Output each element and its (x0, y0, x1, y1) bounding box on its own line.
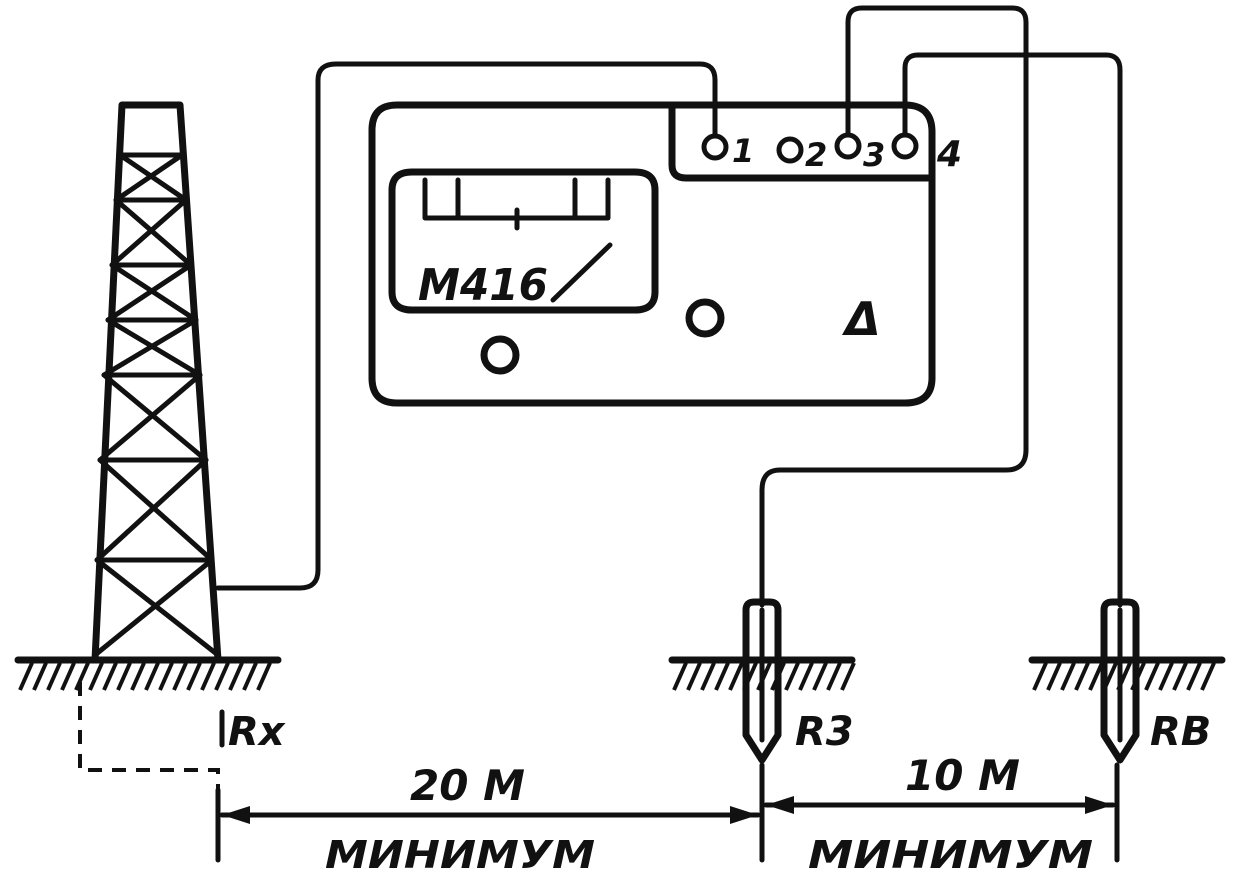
wire-tower-to-terminal-1 (215, 61, 718, 591)
ground-hatch-line (672, 662, 688, 691)
ground-hatch-line (1032, 662, 1048, 691)
ground-hatch-line (116, 662, 132, 691)
terminal-3: 3 (834, 132, 885, 174)
terminal-2: 2 (776, 136, 827, 174)
meter-m416: M416 Δ (368, 101, 936, 407)
ground-hatch-line (186, 662, 202, 691)
ground-hatch-line (1172, 662, 1188, 691)
ground-hatch-line (32, 662, 48, 691)
ground-hatch-line (256, 662, 272, 691)
ground-hatch-line (88, 662, 104, 691)
ground-hatch-line (158, 662, 174, 691)
meter-knob-right (685, 298, 725, 338)
ground-hatch-line (18, 662, 34, 691)
ground-hatch-line (242, 662, 258, 691)
svg-text:2: 2 (805, 136, 827, 174)
ground-hatch-line (1158, 662, 1174, 691)
distance-20m-note: МИНИМУМ (325, 833, 595, 877)
ground-hatch-line (200, 662, 216, 691)
ground-right (1028, 656, 1226, 691)
ground-hatch-line (172, 662, 188, 691)
terminal-1: 1 (701, 132, 754, 170)
ground-left (14, 656, 282, 691)
label-rb: RB (1150, 709, 1211, 755)
ground-hatch-line (1200, 662, 1216, 691)
ground-hatch-line (102, 662, 118, 691)
ground-hatch-line (826, 662, 842, 691)
ground-hatch-line (686, 662, 702, 691)
ground-hatch-line (728, 662, 744, 691)
ground-hatch-line (700, 662, 716, 691)
ground-hatch-line (46, 662, 62, 691)
wire-terminal-3-to-r3 (759, 5, 1029, 608)
svg-text:3: 3 (863, 136, 885, 174)
ground-hatch-line (214, 662, 230, 691)
label-r3: R3 (795, 709, 854, 755)
ground-hatch-line (784, 662, 800, 691)
buried-ground-connection (78, 682, 220, 798)
distance-10m-value: 10 M (905, 751, 1020, 800)
ground-hatch-line (228, 662, 244, 691)
svg-text:1: 1 (732, 132, 754, 170)
meter-model-label: M416 (418, 260, 548, 311)
svg-text:4: 4 (936, 134, 962, 175)
meter-display (388, 168, 659, 314)
dimension-lines (215, 762, 1120, 863)
ground-hatch-line (840, 662, 856, 691)
ground-hatch-line (60, 662, 76, 691)
ground-hatch-line (144, 662, 160, 691)
button-symbol: Δ (841, 292, 881, 346)
terminal-4: 4 (891, 132, 962, 175)
lattice-tower (91, 101, 222, 664)
ground-hatch-line (1060, 662, 1076, 691)
meter-knob-left (480, 335, 520, 375)
ground-hatch-line (1088, 662, 1104, 691)
label-rx: Rx (228, 709, 286, 755)
ground-hatch-line (1186, 662, 1202, 691)
ground-hatch-line (130, 662, 146, 691)
distance-20m-value: 20 M (410, 761, 525, 810)
ground-hatch-line (1046, 662, 1062, 691)
ground-hatch-line (1074, 662, 1090, 691)
ground-hatch-line (812, 662, 828, 691)
ground-hatch-line (1144, 662, 1160, 691)
wire-terminal-4-to-rb (902, 52, 1123, 608)
distance-10m-note: МИНИМУМ (808, 833, 1093, 877)
ground-hatch-line (798, 662, 814, 691)
ground-hatch-line (714, 662, 730, 691)
electrode-rb (1100, 598, 1140, 764)
electrode-r3 (742, 598, 782, 764)
